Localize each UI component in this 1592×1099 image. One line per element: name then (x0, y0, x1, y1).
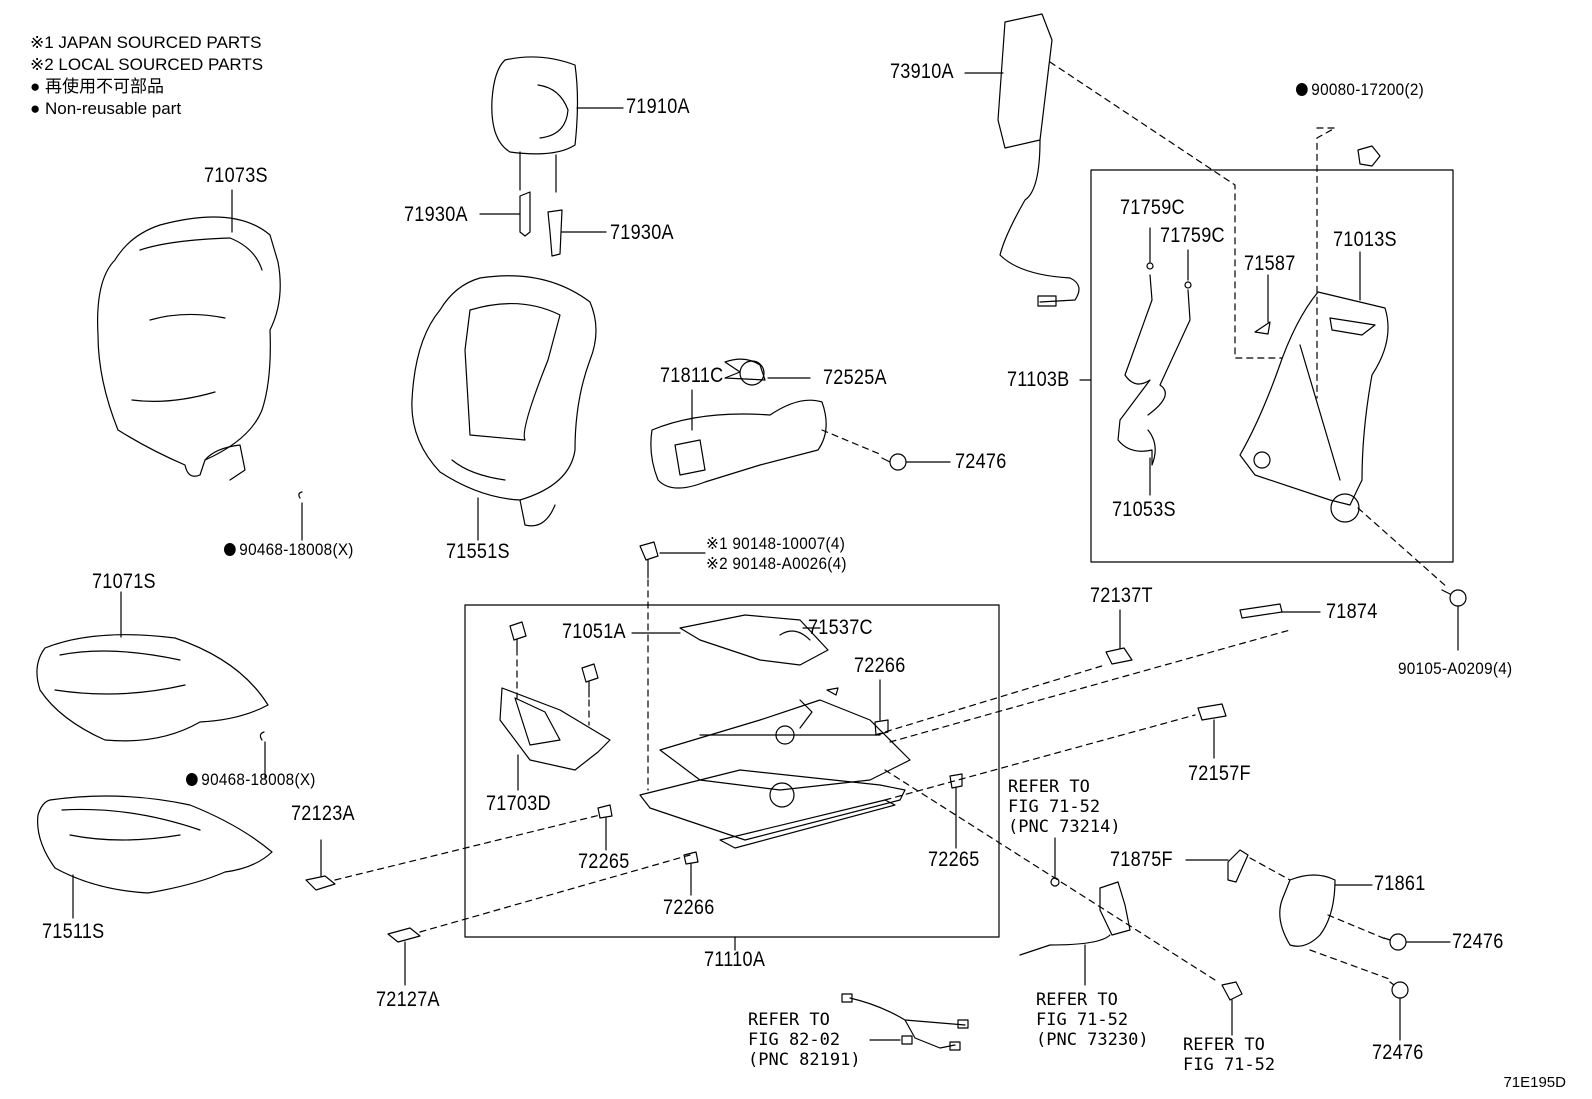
label-90105-A0209: 90105-A0209(4) (1398, 659, 1513, 678)
track-box (464, 604, 1000, 938)
label-72476-a: 72476 (955, 450, 1007, 473)
seatback-frame-drawing (1239, 291, 1389, 523)
label-90468-b: 90468-18008(X) (186, 770, 316, 790)
label-71551S: 71551S (446, 540, 510, 563)
label-71861: 71861 (1374, 872, 1426, 895)
clip-72265-left (597, 804, 613, 819)
label-71875F: 71875F (1110, 848, 1173, 871)
label-72266-b: 72266 (663, 896, 715, 919)
cover-71861 (1279, 874, 1336, 947)
bolt-90105 (1441, 589, 1467, 607)
nut-90080 (1357, 145, 1381, 167)
label-72127A: 72127A (376, 988, 440, 1011)
refer-to-pnc-82191: REFER TO FIG 82-02 (PNC 82191) (748, 1010, 861, 1070)
label-71930A-left: 71930A (404, 203, 468, 226)
frame-box (1090, 169, 1454, 563)
bolt-72476-c (1389, 981, 1409, 999)
label-72476-c: 72476 (1372, 1041, 1424, 1064)
label-72525A: 72525A (823, 366, 887, 389)
clip-72265-right (949, 773, 963, 789)
label-90148-local: ※2 90148-A0026(4) (706, 554, 847, 573)
cover-71874 (1239, 603, 1283, 619)
label-90080-text: 90080-17200(2) (1311, 80, 1424, 99)
label-71587: 71587 (1244, 252, 1296, 275)
label-72266-a: 72266 (854, 654, 906, 677)
label-90080-17200: 90080-17200(2) (1296, 80, 1424, 100)
label-71013S: 71013S (1333, 228, 1397, 251)
legend-japan-sourced: ※1 JAPAN SOURCED PARTS (30, 33, 262, 52)
label-90468-b-text: 90468-18008(X) (201, 770, 316, 789)
label-71703D: 71703D (486, 792, 551, 815)
label-90468-a-text: 90468-18008(X) (239, 540, 354, 559)
legend-non-reusable-jp: ● 再使用不可部品 (30, 77, 164, 96)
label-73910A: 73910A (890, 60, 954, 83)
headrest-drawing (491, 56, 579, 193)
label-71910A: 71910A (626, 95, 690, 118)
end-cover-72127a (387, 927, 421, 943)
label-71110A: 71110A (704, 948, 766, 971)
bolt-72476-b (1383, 933, 1407, 951)
end-cover-72123a (305, 875, 336, 891)
label-71511S: 71511S (42, 920, 105, 943)
label-71759C-1: 71759C (1120, 196, 1185, 219)
bolt-90148 (639, 541, 659, 579)
refer-to-pnc-73230: REFER TO FIG 71-52 (PNC 73230) (1036, 990, 1149, 1050)
clip-72157f (1197, 703, 1227, 721)
bolt-71703d-a (509, 621, 527, 656)
seatback-pad-drawing (411, 275, 597, 527)
harness-drawing (841, 993, 969, 1051)
end-cover-72137t (1105, 647, 1133, 665)
cover-71875f (1227, 849, 1249, 883)
legend-local-sourced: ※2 LOCAL SOURCED PARTS (30, 55, 264, 74)
seat-adjuster-drawing (639, 699, 911, 849)
illustration-code: 71E195D (1503, 1074, 1566, 1091)
label-72123A: 72123A (291, 802, 355, 825)
label-72476-b: 72476 (1452, 930, 1504, 953)
label-71073S: 71073S (204, 164, 268, 187)
label-71537C: 71537C (808, 616, 873, 639)
label-72265-left: 72265 (578, 850, 630, 873)
clip-72266-a (874, 719, 889, 736)
side-cover-drawing (650, 358, 827, 489)
bolt-71703d-b (581, 663, 599, 698)
label-90148-japan: ※1 90148-10007(4) (706, 534, 846, 553)
label-71053S: 71053S (1112, 498, 1176, 521)
non-reusable-dot (224, 543, 236, 556)
mounting-bracket-drawing (499, 687, 611, 771)
heater-wire-drawing (1117, 262, 1192, 466)
nut-ref-73230 (1221, 981, 1243, 1001)
label-72265-right: 72265 (928, 848, 980, 871)
clip-72266-b (683, 851, 699, 865)
side-airbag-drawing (997, 13, 1080, 307)
bolt-72476-a (881, 453, 907, 471)
label-71051A: 71051A (562, 620, 626, 643)
label-72137T: 72137T (1090, 584, 1153, 607)
seatback-cover-drawing (97, 216, 281, 481)
non-reusable-dot (1296, 83, 1308, 96)
label-72157F: 72157F (1188, 762, 1251, 785)
refer-to-pnc-73214: REFER TO FIG 71-52 (PNC 73214) (1008, 777, 1121, 837)
headrest-guide-drawing (519, 191, 563, 257)
buckle-drawing (1019, 881, 1131, 956)
seat-cover-drawing (36, 634, 269, 742)
lever-drawing (679, 614, 829, 666)
non-reusable-dot (186, 773, 198, 786)
seat-pad-drawing (37, 795, 273, 894)
label-71759C-2: 71759C (1160, 224, 1225, 247)
label-71071S: 71071S (92, 570, 156, 593)
label-71874: 71874 (1326, 600, 1378, 623)
label-71103B: 71103B (1007, 368, 1070, 391)
hook-upper (298, 491, 303, 499)
legend-non-reusable-en: ● Non-reusable part (30, 99, 182, 118)
legend: ※1 JAPAN SOURCED PARTS ※2 LOCAL SOURCED … (30, 32, 263, 120)
label-71930A-right: 71930A (610, 221, 674, 244)
label-90468-a: 90468-18008(X) (224, 540, 354, 560)
label-71811C: 71811C (660, 364, 724, 387)
refer-to-fig-71-52: REFER TO FIG 71-52 (1183, 1035, 1276, 1075)
